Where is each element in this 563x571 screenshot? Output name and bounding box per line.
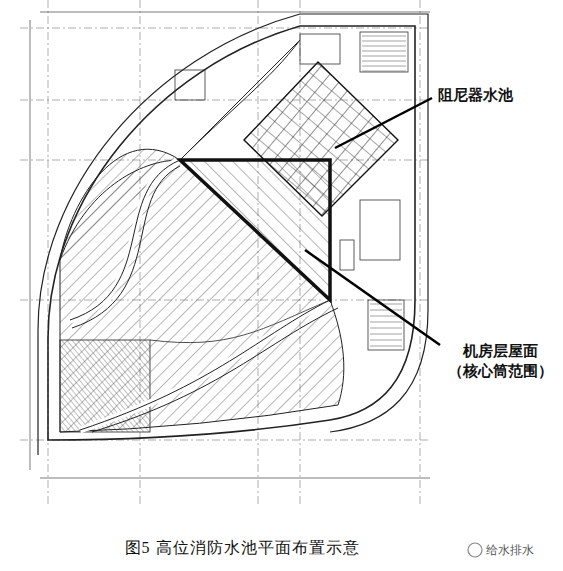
leader-line (335, 98, 432, 148)
callout-label: 机房层屋面 （核心筒范围） (442, 340, 558, 383)
callout-label: 阻尼器水池 (436, 84, 515, 106)
grid-lines (20, 0, 430, 505)
rooms (175, 32, 408, 350)
machine-room-roof (180, 160, 330, 300)
leader-line (305, 250, 440, 345)
dimension-lines (30, 12, 430, 478)
figure-caption: 图5 高位消防水池平面布置示意 (125, 538, 360, 559)
outer-ring (38, 14, 428, 455)
stair-treads (362, 36, 406, 346)
watermark-icon (468, 543, 482, 557)
watermark: 给水排水 (486, 542, 534, 559)
building-outline (48, 26, 415, 440)
